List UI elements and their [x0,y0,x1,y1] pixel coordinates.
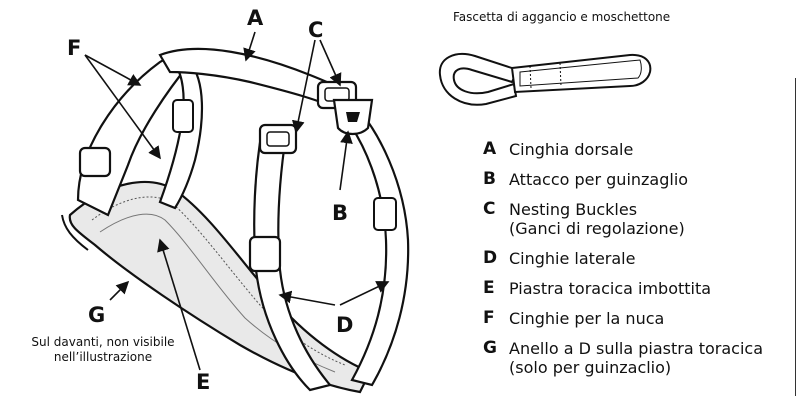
callout-f: F [67,38,81,59]
legend-letter: B [483,170,509,189]
callout-e: E [196,372,210,393]
legend-letter: C [483,200,509,219]
callout-a: A [247,8,263,29]
callout-b: B [332,203,348,224]
clip-caption: Fascetta di aggancio e moschettone [453,10,670,24]
side-strap-rear [340,100,408,385]
legend-letter: E [483,279,509,298]
callout-g: G [88,305,105,326]
legend-letter: F [483,309,509,328]
legend-text: Cinghie per la nuca [509,309,664,328]
front-note: Sul davanti, non visibile nell’illustraz… [18,335,188,365]
legend-letter: A [483,140,509,159]
callout-c: C [308,20,323,41]
callout-d: D [336,315,353,336]
legend-letter: G [483,339,509,358]
clip-carabiner [440,54,650,105]
legend-text: Nesting Buckles (Ganci di regolazione) [509,200,685,238]
legend-text: Anello a D sulla piastra toracica (solo … [509,339,763,377]
legend-text: Cinghia dorsale [509,140,633,159]
side-divider [795,78,796,396]
legend-text: Attacco per guinzaglio [509,170,688,189]
legend-text: Piastra toracica imbottita [509,279,711,298]
legend-letter: D [483,249,509,268]
legend-text: Cinghie laterale [509,249,635,268]
leash-attachment [334,100,372,134]
